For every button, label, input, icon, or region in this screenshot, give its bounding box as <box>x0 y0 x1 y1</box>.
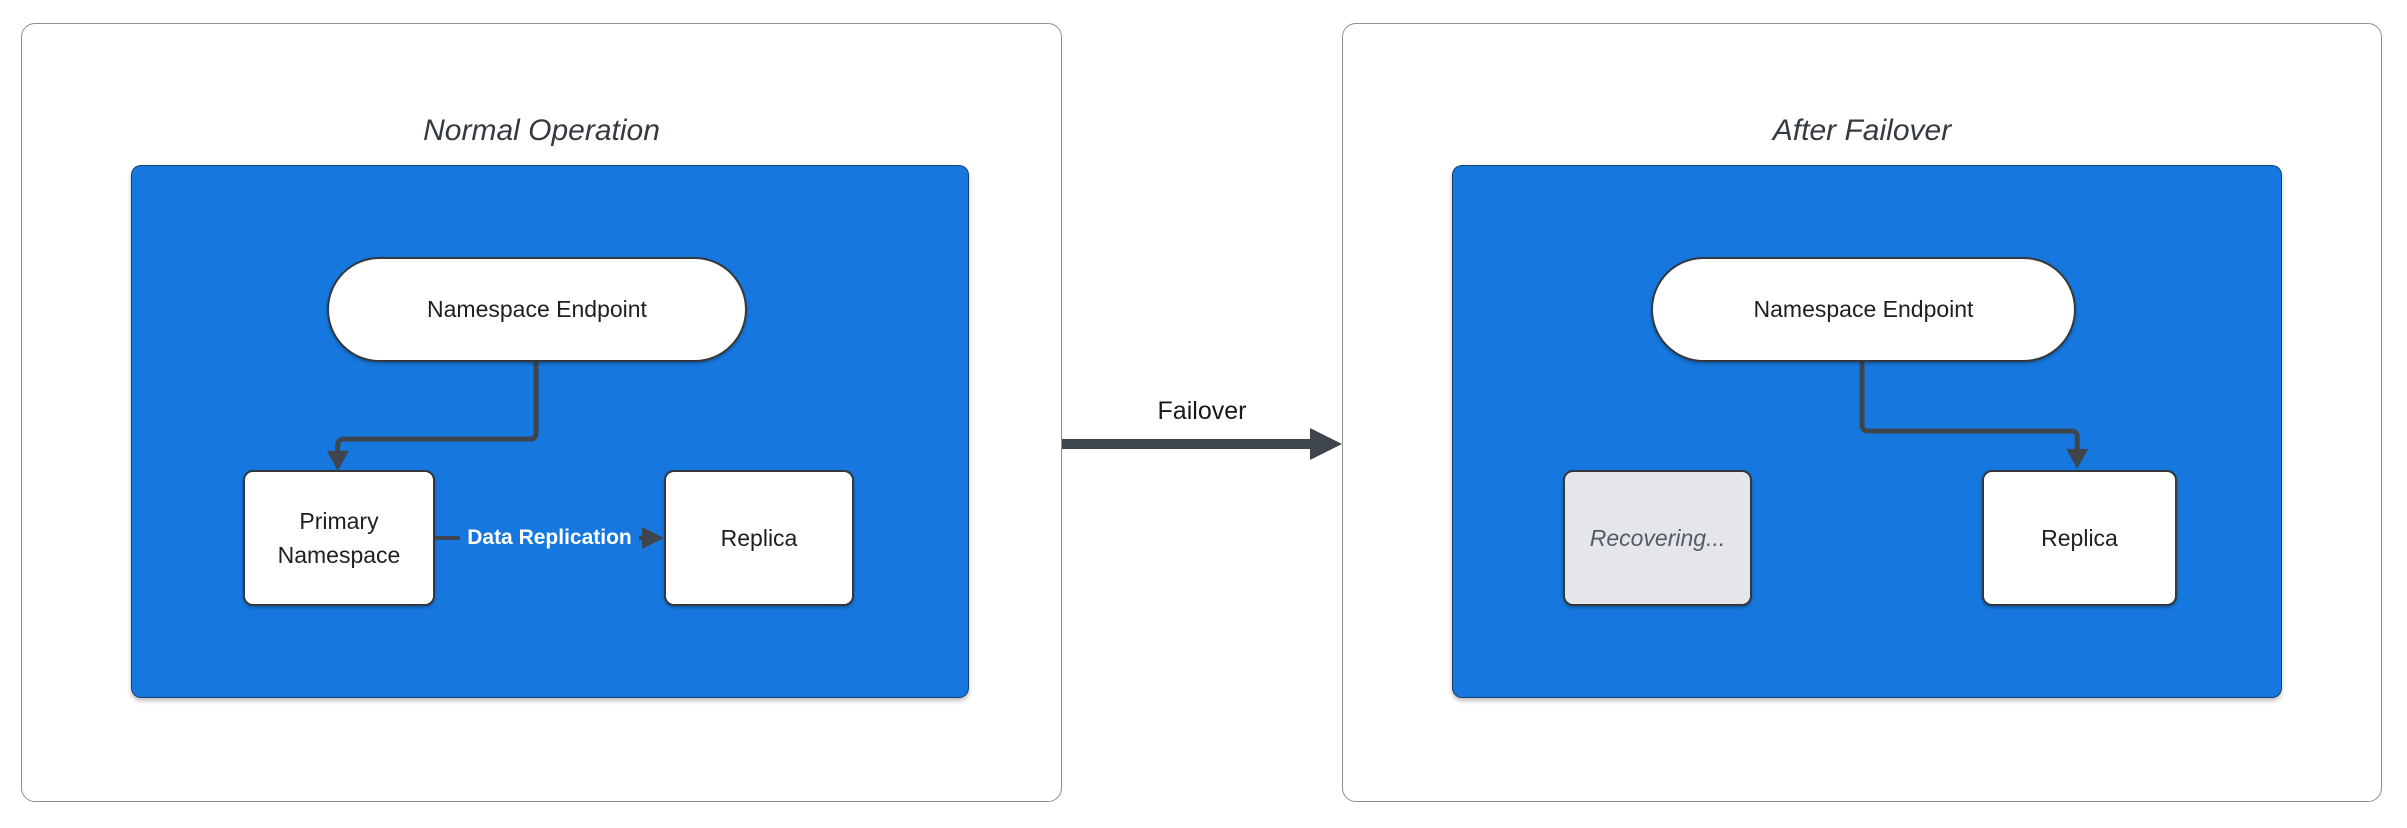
endpoint-to-primary-arrow <box>326 361 539 471</box>
node-namespace-endpoint-label: Namespace Endpoint <box>427 296 647 322</box>
node-recovering: Recovering... <box>1563 470 1752 606</box>
failover-arrowhead-icon <box>1310 428 1342 460</box>
node-replica-failover: Replica <box>1982 470 2177 606</box>
panel-title-normal-operation: Normal Operation <box>423 114 660 147</box>
panel-normal-operation: Normal Operation Namespace Endpoint Prim… <box>21 23 1062 802</box>
node-namespace-endpoint-failover-label: Namespace Endpoint <box>1753 296 1974 322</box>
node-namespace-endpoint-failover: Namespace Endpoint <box>1651 257 2076 362</box>
node-replica-normal: Replica <box>664 470 854 606</box>
failover-arrow: Failover <box>1062 395 1342 465</box>
node-replica-failover-label: Replica <box>2041 525 2118 551</box>
node-namespace-endpoint: Namespace Endpoint <box>327 257 747 362</box>
node-primary-namespace-label: Primary Namespace <box>277 508 401 568</box>
panel-after-failover: After Failover Namespace Endpoint Recove… <box>1342 23 2382 802</box>
panel-title-after-failover: After Failover <box>1772 114 1952 147</box>
node-replica-normal-label: Replica <box>720 525 798 551</box>
namespace-container-failover: Namespace Endpoint Recovering... Replica <box>1452 165 2282 698</box>
failover-label: Failover <box>1157 397 1247 425</box>
namespace-container-normal: Namespace Endpoint Primary Namespace Rep… <box>131 165 969 698</box>
endpoint-to-replica-arrow <box>1859 361 2089 469</box>
node-recovering-label: Recovering... <box>1589 525 1726 551</box>
failover-arrow-shaft <box>1062 439 1314 449</box>
node-primary-namespace: Primary Namespace <box>243 470 435 606</box>
